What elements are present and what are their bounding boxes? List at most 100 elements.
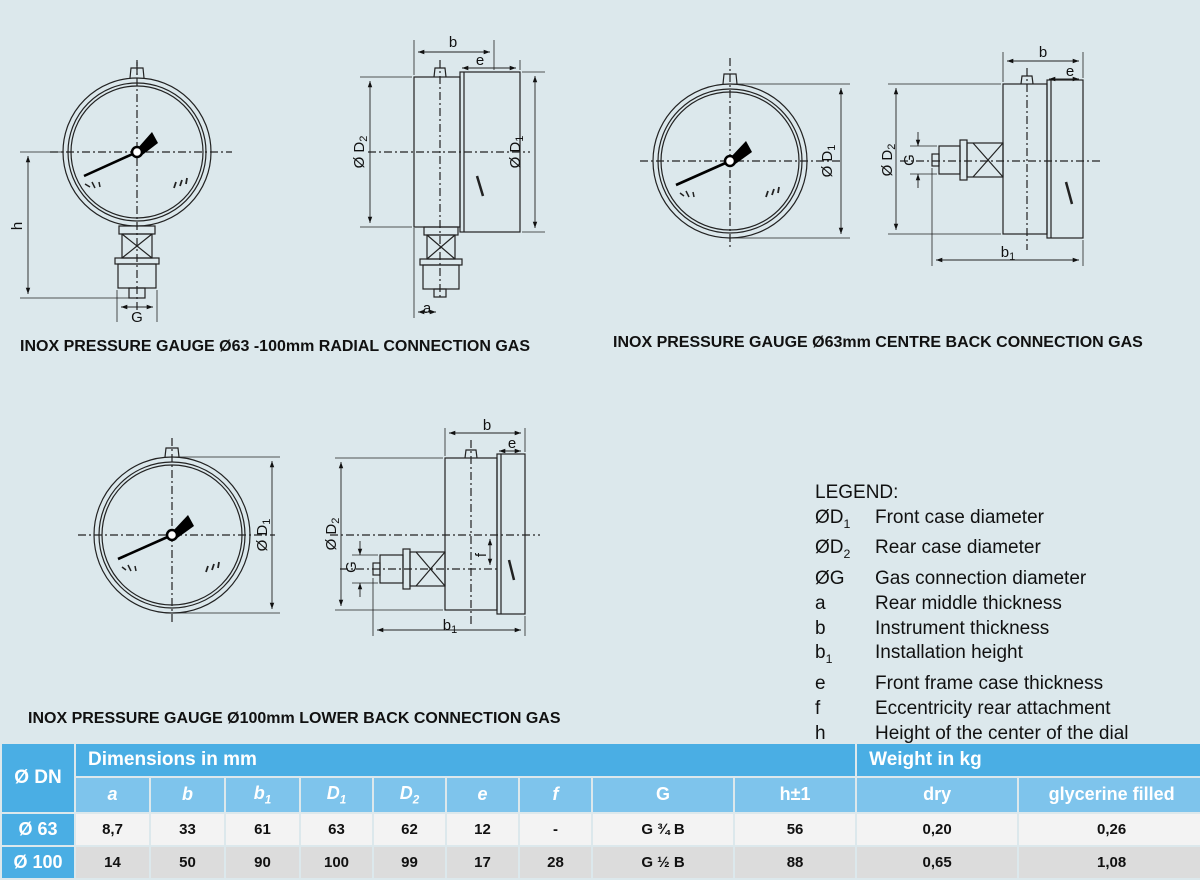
legend-item: e Front frame case thickness — [815, 672, 1129, 697]
legend-symbol: ØG — [815, 567, 845, 589]
dim-label-D1: Ø D1 — [507, 136, 526, 169]
legend-text: Front frame case thickness — [875, 672, 1104, 694]
legend-symbol: h — [815, 722, 826, 744]
table-cell: G ¾ B — [593, 813, 733, 845]
legend-item: ØD1 Front case diameter — [815, 506, 1129, 537]
legend-text: Rear middle thickness — [875, 592, 1062, 614]
table-cell: - — [520, 813, 591, 845]
dim-label-D2: Ø D2 — [879, 144, 898, 177]
legend-item: ØG Gas connection diameter — [815, 567, 1129, 592]
lower-back-gauge-front-view — [78, 438, 280, 625]
table-cell: 99 — [374, 846, 445, 878]
table-cell: 100 — [301, 846, 372, 878]
table-cell: 63 — [301, 813, 372, 845]
column-header: e — [447, 778, 518, 812]
dim-label-b: b — [449, 34, 457, 51]
legend-symbol: f — [815, 697, 821, 719]
dim-label-h: h — [9, 222, 26, 230]
lower-back-gauge-side-view — [330, 428, 540, 636]
legend-item: f Eccentricity rear attachment — [815, 697, 1129, 722]
legend-text: Instrument thickness — [875, 617, 1050, 639]
table-cell: 8,7 — [76, 813, 149, 845]
dim-label-a: a — [423, 300, 432, 317]
table-cell: 61 — [226, 813, 299, 845]
table-cell: 12 — [447, 813, 518, 845]
column-header: G — [593, 778, 733, 812]
legend-symbol: b — [815, 617, 826, 639]
table-cell: 0,65 — [857, 846, 1018, 878]
legend-item: ØD2 Rear case diameter — [815, 536, 1129, 567]
dim-label-e: e — [476, 52, 484, 69]
dn-header: Ø DN — [2, 744, 74, 812]
dim-label-b: b — [483, 417, 491, 434]
table-cell: 1,08 — [1019, 846, 1200, 878]
table-cell: 0,26 — [1019, 813, 1200, 845]
column-header: glycerine filled — [1019, 778, 1200, 812]
dim-label-D2: Ø D2 — [323, 518, 342, 551]
table-cell: 17 — [447, 846, 518, 878]
legend-item: a Rear middle thickness — [815, 592, 1129, 617]
legend-item: h Height of the center of the dial — [815, 722, 1129, 747]
dim-label-D1: Ø D1 — [254, 519, 273, 552]
legend-symbol: e — [815, 672, 826, 694]
table-cell: 56 — [735, 813, 856, 845]
legend-text: Front case diameter — [875, 506, 1044, 528]
table-cell: 62 — [374, 813, 445, 845]
legend-text: Installation height — [875, 642, 1023, 664]
legend-symbol: ØD1 — [815, 506, 851, 531]
legend-item: b1 Installation height — [815, 641, 1129, 672]
dim-label-b: b — [1039, 44, 1047, 61]
table-cell: 33 — [151, 813, 224, 845]
legend-text: Height of the center of the dial — [875, 722, 1129, 744]
column-header: D1 — [301, 778, 372, 812]
table-cell: 90 — [226, 846, 299, 878]
caption-lower-back: INOX PRESSURE GAUGE Ø100mm LOWER BACK CO… — [28, 710, 561, 727]
table-cell: G ½ B — [593, 846, 733, 878]
legend-symbol: b1 — [815, 642, 833, 667]
radial-gauge-side-view — [360, 40, 545, 318]
column-header: f — [520, 778, 591, 812]
column-header: dry — [857, 778, 1018, 812]
dim-label-G: G — [131, 309, 143, 326]
dim-label-G: G — [901, 154, 918, 166]
table-cell: 0,20 — [857, 813, 1018, 845]
legend-text: Eccentricity rear attachment — [875, 697, 1111, 719]
caption-centre-back: INOX PRESSURE GAUGE Ø63mm CENTRE BACK CO… — [613, 334, 1143, 351]
centre-back-gauge-front-view — [640, 58, 850, 250]
table-cell: 14 — [76, 846, 149, 878]
dim-label-D2: Ø D2 — [351, 136, 370, 169]
column-header: b1 — [226, 778, 299, 812]
dim-label-f: f — [473, 552, 490, 557]
legend-text: Rear case diameter — [875, 537, 1041, 559]
weight-header: Weight in kg — [857, 744, 1200, 777]
table-cell: 50 — [151, 846, 224, 878]
dimensions-header: Dimensions in mm — [76, 744, 856, 777]
legend-item: b Instrument thickness — [815, 617, 1129, 642]
dim-label-G: G — [343, 561, 360, 573]
dim-label-b1: b1 — [1001, 244, 1015, 263]
dim-label-e: e — [508, 435, 516, 452]
column-header: h±1 — [735, 778, 856, 812]
dim-label-e: e — [1066, 63, 1074, 80]
legend-symbol: ØD2 — [815, 537, 851, 562]
table-cell: 28 — [520, 846, 591, 878]
dim-label-b1: b1 — [443, 617, 457, 636]
table-cell: 88 — [735, 846, 856, 878]
caption-radial: INOX PRESSURE GAUGE Ø63 -100mm RADIAL CO… — [20, 338, 531, 355]
column-header: b — [151, 778, 224, 812]
legend-symbol: a — [815, 592, 826, 614]
legend-title: LEGEND: — [815, 482, 899, 503]
row-label: Ø 100 — [2, 846, 74, 878]
row-label: Ø 63 — [2, 813, 74, 845]
dim-label-D1: Ø D1 — [819, 145, 838, 178]
technical-drawings: h G b e a Ø D2 Ø D1 Ø D1 b e Ø D2 G b1 Ø… — [9, 34, 1100, 636]
column-header: D2 — [374, 778, 445, 812]
column-header: a — [76, 778, 149, 812]
centre-back-gauge-side-view — [888, 52, 1100, 266]
legend-text: Gas connection diameter — [875, 567, 1087, 589]
radial-gauge-front-view — [20, 60, 232, 322]
